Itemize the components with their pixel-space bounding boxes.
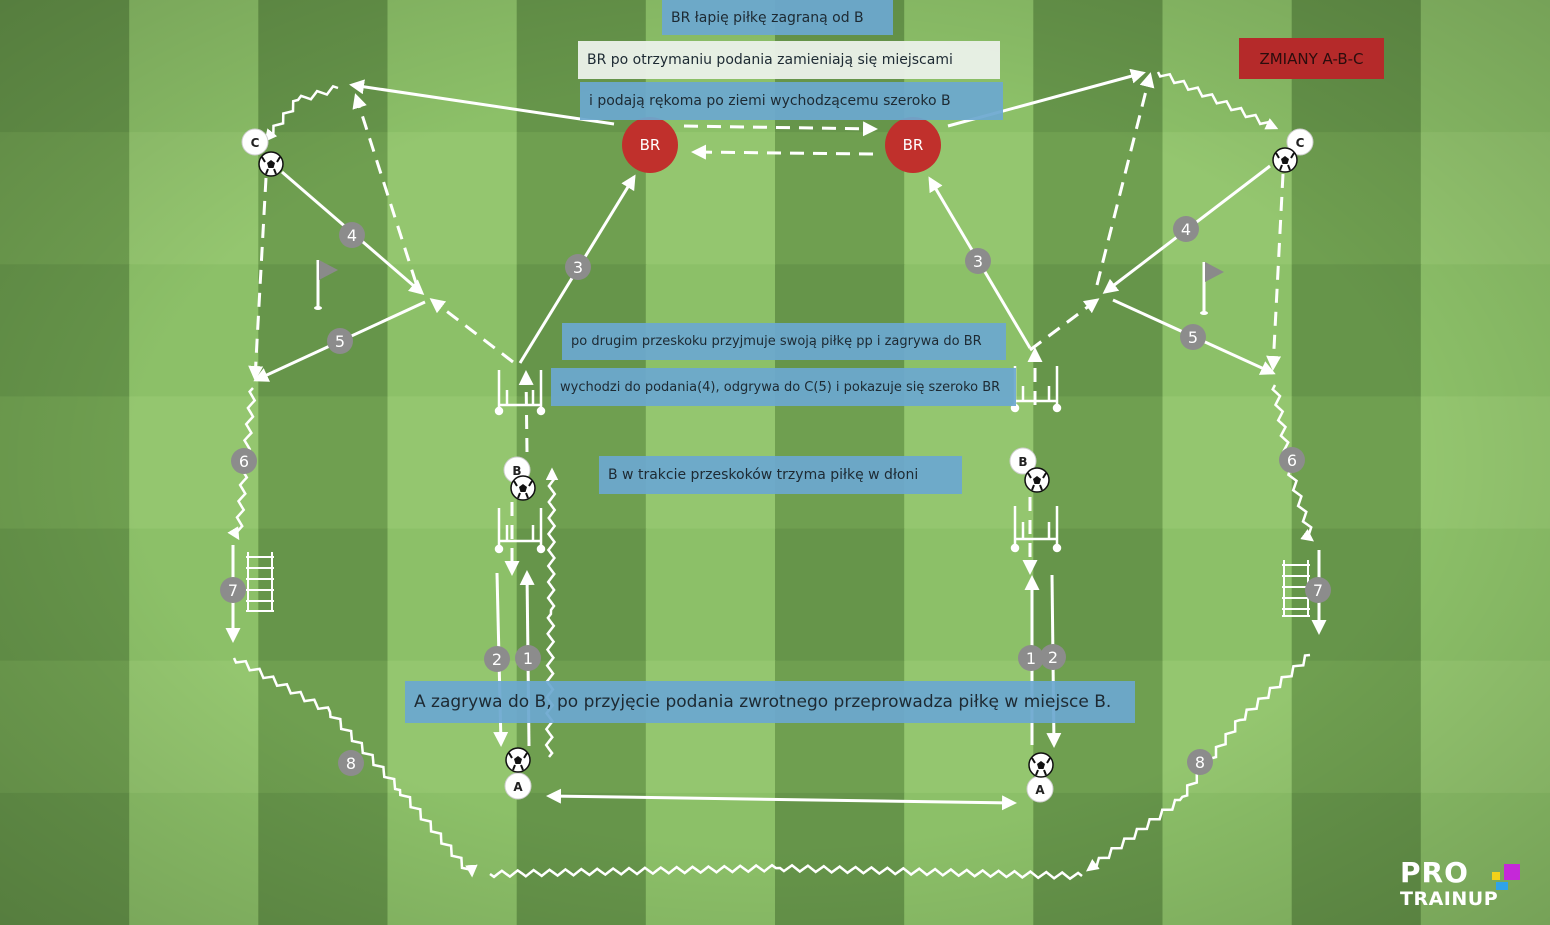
- soccer-ball-icon: [510, 475, 536, 501]
- step-marker-4: 4: [1173, 216, 1199, 242]
- player-a-right: A: [1026, 775, 1054, 803]
- protrainup-logo: PRO TRAINUP: [1400, 858, 1525, 914]
- run-arrow-left-up: [352, 93, 418, 284]
- step-marker-3: 3: [965, 248, 991, 274]
- note-br-roll-pass: i podają rękoma po ziemi wychodzącemu sz…: [580, 82, 1003, 120]
- hurdle-right-lower: [1010, 506, 1062, 553]
- note-br-swap-places: BR po otrzymaniu podania zamieniają się …: [578, 41, 1000, 79]
- step-number: 3: [973, 252, 983, 271]
- step-number: 6: [239, 452, 249, 471]
- run-arrow-right-up: [1095, 72, 1155, 286]
- note-goes-to-pass: wychodzi do podania(4), odgrywa do C(5) …: [551, 368, 1016, 406]
- logo-square-yellow: [1492, 872, 1500, 880]
- soccer-ball-icon: [1272, 147, 1298, 173]
- dribble-path-step8-left: [232, 657, 478, 878]
- step-marker-6: 6: [231, 448, 257, 474]
- step-marker-7: 7: [1305, 577, 1331, 603]
- note-b-holds-ball: B w trakcie przeskoków trzyma piłkę w dł…: [599, 456, 962, 494]
- soccer-ball-icon: [258, 151, 284, 177]
- run-arrow-right-wide: [1029, 298, 1100, 352]
- hurdle-left-lower: [494, 508, 546, 554]
- player-br-left: BR: [622, 117, 678, 173]
- step-number: 2: [492, 650, 502, 669]
- logo-line-trainup: TRAINUP: [1400, 888, 1499, 910]
- soccer-ball-icon: [1028, 752, 1054, 778]
- soccer-ball-icon: [1024, 467, 1050, 493]
- exchange-arrow-br-right: [683, 121, 878, 137]
- step-marker-1: 1: [1018, 645, 1044, 671]
- dribble-path-c-left: [264, 84, 339, 142]
- soccer-ball-icon: [505, 747, 531, 773]
- step-marker-8: 8: [338, 750, 364, 776]
- step-number: 8: [346, 754, 356, 773]
- step-number: 5: [335, 332, 345, 351]
- step-number: 7: [1313, 581, 1323, 600]
- step-marker-8: 8: [1187, 749, 1213, 775]
- svg-text:B: B: [1018, 455, 1027, 469]
- logo-square-blue: [1496, 882, 1508, 890]
- svg-text:BR: BR: [640, 136, 661, 154]
- note-a-passes-to-b: A zagrywa do B, po przyjęcie podania zwr…: [405, 681, 1135, 723]
- run-arrow-c-left-down: [248, 177, 268, 381]
- step-marker-7: 7: [220, 577, 246, 603]
- run-arrow-c-right-down: [1266, 173, 1285, 371]
- rotation-badge: ZMIANY A-B-C: [1239, 38, 1384, 79]
- step-number: 1: [523, 649, 533, 668]
- step-marker-3: 3: [565, 254, 591, 280]
- dribble-path-c-right: [1156, 71, 1279, 130]
- step-number: 3: [573, 258, 583, 277]
- svg-text:C: C: [251, 136, 260, 150]
- player-c-right: C: [1286, 128, 1314, 156]
- player-b-right: B: [1009, 447, 1037, 475]
- pass-arrow-a-to-a: [546, 788, 1017, 811]
- agility-ladder-left: [246, 552, 274, 612]
- step-marker-5: 5: [327, 328, 353, 354]
- svg-text:B: B: [512, 464, 521, 478]
- step-number: 1: [1026, 649, 1036, 668]
- note-br-catches-ball: BR łapię piłkę zagraną od B: [662, 0, 893, 35]
- player-br-right: BR: [885, 117, 941, 173]
- step-marker-1: 1: [515, 645, 541, 671]
- corner-flag-right: [1200, 262, 1224, 315]
- run-arrow-b-left-hurdles-up: [518, 370, 534, 453]
- step-number: 4: [1181, 220, 1191, 239]
- step-marker-5: 5: [1180, 324, 1206, 350]
- svg-text:C: C: [1296, 136, 1305, 150]
- step-number: 4: [347, 226, 357, 245]
- step-marker-4: 4: [339, 222, 365, 248]
- step-number: 8: [1195, 753, 1205, 772]
- step-number: 6: [1287, 451, 1297, 470]
- player-a-left: A: [504, 772, 532, 800]
- logo-line-pro: PRO: [1400, 856, 1469, 889]
- step-number: 5: [1188, 328, 1198, 347]
- step-marker-2: 2: [484, 646, 510, 672]
- player-c-left: C: [241, 128, 269, 156]
- svg-text:BR: BR: [903, 136, 924, 154]
- svg-text:A: A: [1035, 783, 1045, 797]
- step-marker-2: 2: [1040, 644, 1066, 670]
- dribble-path-bottom: [489, 863, 1083, 881]
- note-second-jump-receive: po drugim przeskoku przyjmuje swoją piłk…: [562, 323, 1006, 360]
- svg-text:A: A: [513, 780, 523, 794]
- run-arrow-left-wide: [429, 298, 514, 364]
- pass-arrow-br-to-cone-left: [349, 79, 615, 126]
- exchange-arrow-br-left: [691, 144, 874, 160]
- hurdle-left-upper: [494, 370, 546, 416]
- corner-flag-left: [314, 260, 338, 310]
- step-marker-6: 6: [1279, 447, 1305, 473]
- step-number: 7: [228, 581, 238, 600]
- step-number: 2: [1048, 648, 1058, 667]
- logo-square-magenta: [1504, 864, 1520, 880]
